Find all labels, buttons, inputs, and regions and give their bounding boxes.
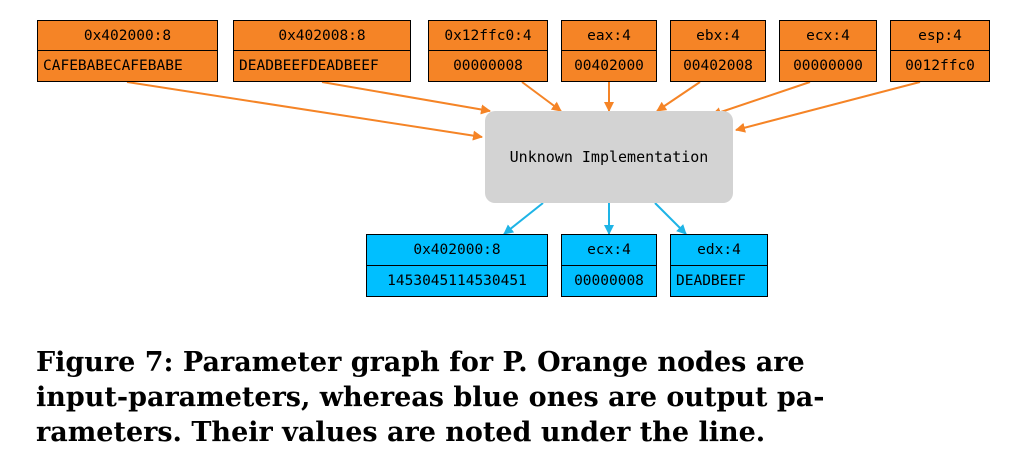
- unknown-implementation-node: Unknown Implementation: [485, 111, 733, 203]
- node-label: 0x402000:8: [38, 21, 217, 51]
- input-edge-arrow: [735, 81, 921, 133]
- node-label: ecx:4: [562, 235, 656, 266]
- input-node-eax: eax:4 00402000: [561, 20, 657, 82]
- input-edge-arrow: [656, 81, 701, 112]
- node-value: DEADBEEFDEADBEEF: [239, 58, 379, 74]
- node-label: esp:4: [891, 21, 989, 51]
- input-node-ecx: ecx:4 00000000: [779, 20, 877, 82]
- node-label: eax:4: [562, 21, 656, 51]
- input-edge-arrow: [321, 81, 491, 115]
- caption-line: input-parameters, whereas blue ones are …: [36, 382, 825, 413]
- center-node-label: Unknown Implementation: [509, 148, 709, 166]
- input-node-esp: esp:4 0012ffc0: [890, 20, 990, 82]
- output-node-edx: edx:4 DEADBEEF: [670, 234, 768, 297]
- caption-line: rameters. Their values are noted under t…: [36, 417, 766, 448]
- node-value: CAFEBABECAFEBABE: [43, 58, 183, 74]
- node-value: 00000000: [793, 58, 863, 74]
- output-node-ecx: ecx:4 00000008: [561, 234, 657, 297]
- input-edge-arrow: [711, 81, 811, 117]
- node-value: 00000008: [453, 58, 523, 74]
- node-value: 00402008: [683, 58, 753, 74]
- node-label: edx:4: [671, 235, 767, 266]
- node-value: 00000008: [574, 272, 644, 289]
- node-label: ebx:4: [671, 21, 765, 51]
- figure-caption: Figure 7: Parameter graph for P. Orange …: [36, 345, 996, 450]
- node-label: ecx:4: [780, 21, 876, 51]
- input-edge-arrow: [126, 81, 483, 141]
- node-label: 0x12ffc0:4: [429, 21, 547, 51]
- input-node-0x402008: 0x402008:8 DEADBEEFDEADBEEF: [233, 20, 411, 82]
- node-value: 1453045114530451: [387, 272, 527, 289]
- output-edge-arrow: [503, 202, 544, 235]
- node-value: DEADBEEF: [676, 272, 746, 289]
- node-value: 00402000: [574, 58, 644, 74]
- output-edge-arrow: [654, 202, 687, 235]
- input-node-0x402000: 0x402000:8 CAFEBABECAFEBABE: [37, 20, 218, 82]
- input-node-0x12ffc0: 0x12ffc0:4 00000008: [428, 20, 548, 82]
- output-node-0x402000: 0x402000:8 1453045114530451: [366, 234, 548, 297]
- caption-line: Figure 7: Parameter graph for P. Orange …: [36, 347, 805, 378]
- node-value: 0012ffc0: [905, 58, 975, 74]
- input-node-ebx: ebx:4 00402008: [670, 20, 766, 82]
- node-label: 0x402008:8: [234, 21, 410, 51]
- input-edge-arrow: [521, 81, 562, 112]
- node-label: 0x402000:8: [367, 235, 547, 266]
